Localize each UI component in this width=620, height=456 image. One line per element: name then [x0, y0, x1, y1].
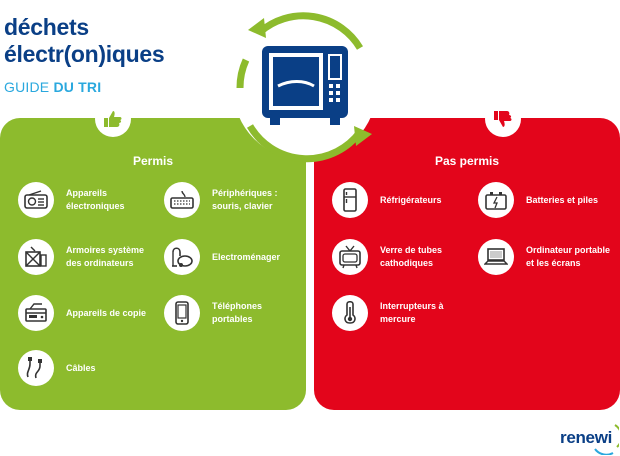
title-line-2: électr(on)iques — [4, 41, 165, 67]
page-subtitle: GUIDE DU TRI — [4, 79, 101, 95]
laptop-icon — [478, 239, 514, 275]
crt-tv-icon — [332, 239, 368, 275]
list-item: Appareils électroniques — [18, 182, 158, 218]
copier-icon — [18, 295, 54, 331]
list-item: Téléphones portables — [164, 295, 304, 331]
list-item: Périphériques : souris, clavier — [164, 182, 304, 218]
item-label: Câbles — [66, 362, 96, 373]
thumbs-down-icon — [485, 101, 521, 137]
fridge-icon — [332, 182, 368, 218]
renewi-logo: renewi — [560, 428, 613, 447]
item-label: Réfrigérateurs — [380, 194, 442, 205]
item-label: Armoires système des ordinateurs — [66, 245, 145, 268]
subtitle-prefix: GUIDE — [4, 79, 54, 95]
list-item: Verre de tubes cathodiques — [332, 239, 472, 275]
item-label: Périphériques : souris, clavier — [212, 188, 278, 211]
battery-icon — [478, 182, 514, 218]
list-item: Ordinateur portable et les écrans — [478, 239, 618, 275]
list-item: Electroménager — [164, 239, 280, 275]
item-label: Appareils de copie — [66, 307, 147, 318]
not-allowed-panel: Pas permis Réfrigérateurs Batteries et p… — [314, 118, 620, 410]
mobile-phone-icon — [164, 295, 200, 331]
keyboard-icon — [164, 182, 200, 218]
not-allowed-panel-title: Pas permis — [434, 154, 500, 168]
item-label: Electroménager — [212, 251, 281, 262]
cable-icon — [18, 350, 54, 386]
item-label: Appareils électroniques — [66, 188, 125, 211]
logo-arrow-icon — [594, 424, 619, 455]
computer-tower-icon — [18, 239, 54, 275]
thumbs-up-icon — [95, 101, 131, 137]
item-label: Téléphones portables — [212, 301, 263, 324]
recycle-microwave-icon — [233, 12, 377, 163]
list-item: Réfrigérateurs — [332, 182, 442, 218]
allowed-panel: Permis Appareils électroniques Périphéri… — [0, 118, 306, 410]
item-label: Interrupteurs à mercure — [380, 301, 444, 324]
vacuum-cleaner-icon — [164, 239, 200, 275]
list-item: Batteries et piles — [478, 182, 598, 218]
radio-icon — [18, 182, 54, 218]
subtitle-bold: DU TRI — [53, 79, 102, 95]
item-label: Verre de tubes cathodiques — [380, 245, 443, 268]
item-label: Batteries et piles — [526, 194, 599, 205]
allowed-panel-title: Permis — [132, 154, 174, 168]
list-item: Câbles — [18, 350, 96, 386]
page-title: déchets électr(on)iques — [4, 14, 165, 68]
item-label: Ordinateur portable et les écrans — [526, 245, 611, 268]
list-item: Appareils de copie — [18, 295, 146, 331]
list-item: Armoires système des ordinateurs — [18, 239, 158, 275]
thermometer-icon — [332, 295, 368, 331]
title-line-1: déchets — [4, 14, 89, 40]
list-item: Interrupteurs à mercure — [332, 295, 472, 331]
